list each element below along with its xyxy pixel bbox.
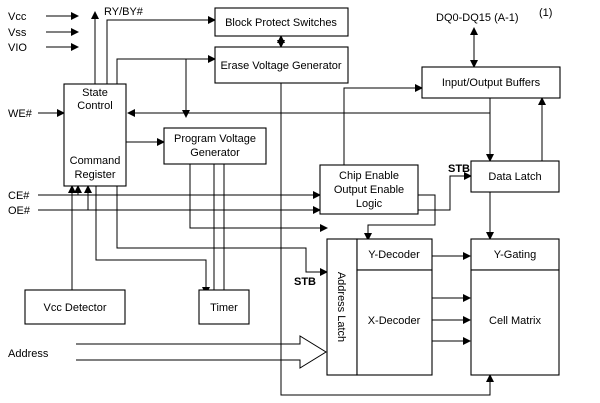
vio-label: VIO xyxy=(8,42,27,54)
oe-label: OE# xyxy=(8,205,31,217)
erase-voltage-generator: Erase Voltage Generator xyxy=(214,46,349,84)
svg-text:Timer: Timer xyxy=(210,302,238,314)
ry-by-label: RY/BY# xyxy=(104,6,144,18)
svg-text:Program Voltage: Program Voltage xyxy=(174,133,256,145)
svg-text:Address Latch: Address Latch xyxy=(335,272,347,342)
sc-to-erase-wire xyxy=(116,55,216,84)
dq-note: (1) xyxy=(539,7,552,19)
svg-text:Control: Control xyxy=(77,100,112,112)
svg-text:Logic: Logic xyxy=(356,198,383,210)
svg-text:Block Protect Switches: Block Protect Switches xyxy=(225,17,337,29)
svg-text:Vcc Detector: Vcc Detector xyxy=(44,302,107,314)
svg-text:State: State xyxy=(82,87,108,99)
svg-text:Cell Matrix: Cell Matrix xyxy=(489,315,541,327)
svg-text:Command: Command xyxy=(70,155,121,167)
address-bus xyxy=(76,335,327,369)
wires xyxy=(38,11,546,396)
vss-label: Vss xyxy=(8,27,27,39)
address-label: Address xyxy=(8,348,49,360)
svg-text:Data Latch: Data Latch xyxy=(488,171,541,183)
svg-text:Output Enable: Output Enable xyxy=(334,184,404,196)
stb-label-left: STB xyxy=(294,276,316,288)
sc-to-block-protect-wire xyxy=(106,16,216,84)
timer: Timer xyxy=(198,289,250,325)
svg-text:Generator: Generator xyxy=(190,147,240,159)
block-protect-switches: Block Protect Switches xyxy=(214,7,349,37)
svg-text:Y-Decoder: Y-Decoder xyxy=(368,249,420,261)
svg-text:Input/Output Buffers: Input/Output Buffers xyxy=(442,77,541,89)
data-latch: Data Latch xyxy=(470,160,560,193)
address-latch: Address Latch xyxy=(326,238,358,376)
svg-text:Chip Enable: Chip Enable xyxy=(339,170,399,182)
y-decoder: Y-Decoder xyxy=(356,238,433,271)
x-decoder: X-Decoder xyxy=(356,269,433,376)
cell-matrix: Cell Matrix xyxy=(470,269,560,376)
svg-text:Erase Voltage Generator: Erase Voltage Generator xyxy=(220,60,341,72)
stb-label-top: STB xyxy=(448,163,470,175)
dq-label: DQ0-DQ15 (A-1) xyxy=(436,12,519,24)
input-output-buffers: Input/Output Buffers xyxy=(421,66,561,99)
program-voltage-generator: Program Voltage Generator xyxy=(163,127,267,165)
svg-text:Register: Register xyxy=(75,169,116,181)
vcc-detector: Vcc Detector xyxy=(24,289,126,325)
ce-label: CE# xyxy=(8,190,30,202)
y-gating: Y-Gating xyxy=(470,238,560,271)
we-label: WE# xyxy=(8,108,33,120)
svg-text:X-Decoder: X-Decoder xyxy=(368,315,421,327)
pin-labels: Vcc Vss VIO RY/BY# WE# CE# OE# Address D… xyxy=(8,6,552,360)
chip-enable-logic: Chip Enable Output Enable Logic xyxy=(319,164,419,215)
vcc-label: Vcc xyxy=(8,11,27,23)
svg-text:Y-Gating: Y-Gating xyxy=(494,249,536,261)
state-control-command-register: State Control Command Register xyxy=(63,83,127,187)
